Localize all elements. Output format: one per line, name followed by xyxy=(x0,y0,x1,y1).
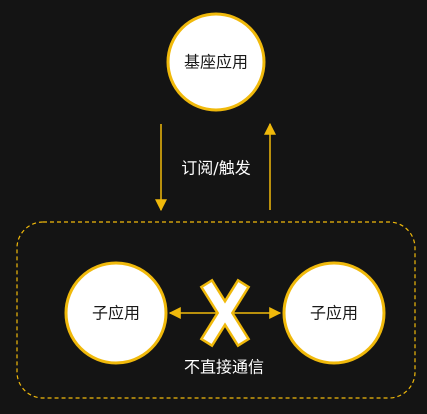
base-app-label: 基座应用 xyxy=(184,53,248,72)
subscribe-trigger-label: 订阅/触发 xyxy=(181,159,250,178)
sub-app-left-node: 子应用 xyxy=(64,261,168,365)
no-direct-communication-label: 不直接通信 xyxy=(184,358,264,377)
sub-app-right-label: 子应用 xyxy=(310,304,358,323)
base-app-node: 基座应用 xyxy=(166,12,266,112)
sub-app-right-node: 子应用 xyxy=(282,261,386,365)
cross-mark-icon xyxy=(199,278,251,348)
sub-app-left-label: 子应用 xyxy=(92,304,140,323)
sub-app-group-boundary xyxy=(16,221,416,399)
